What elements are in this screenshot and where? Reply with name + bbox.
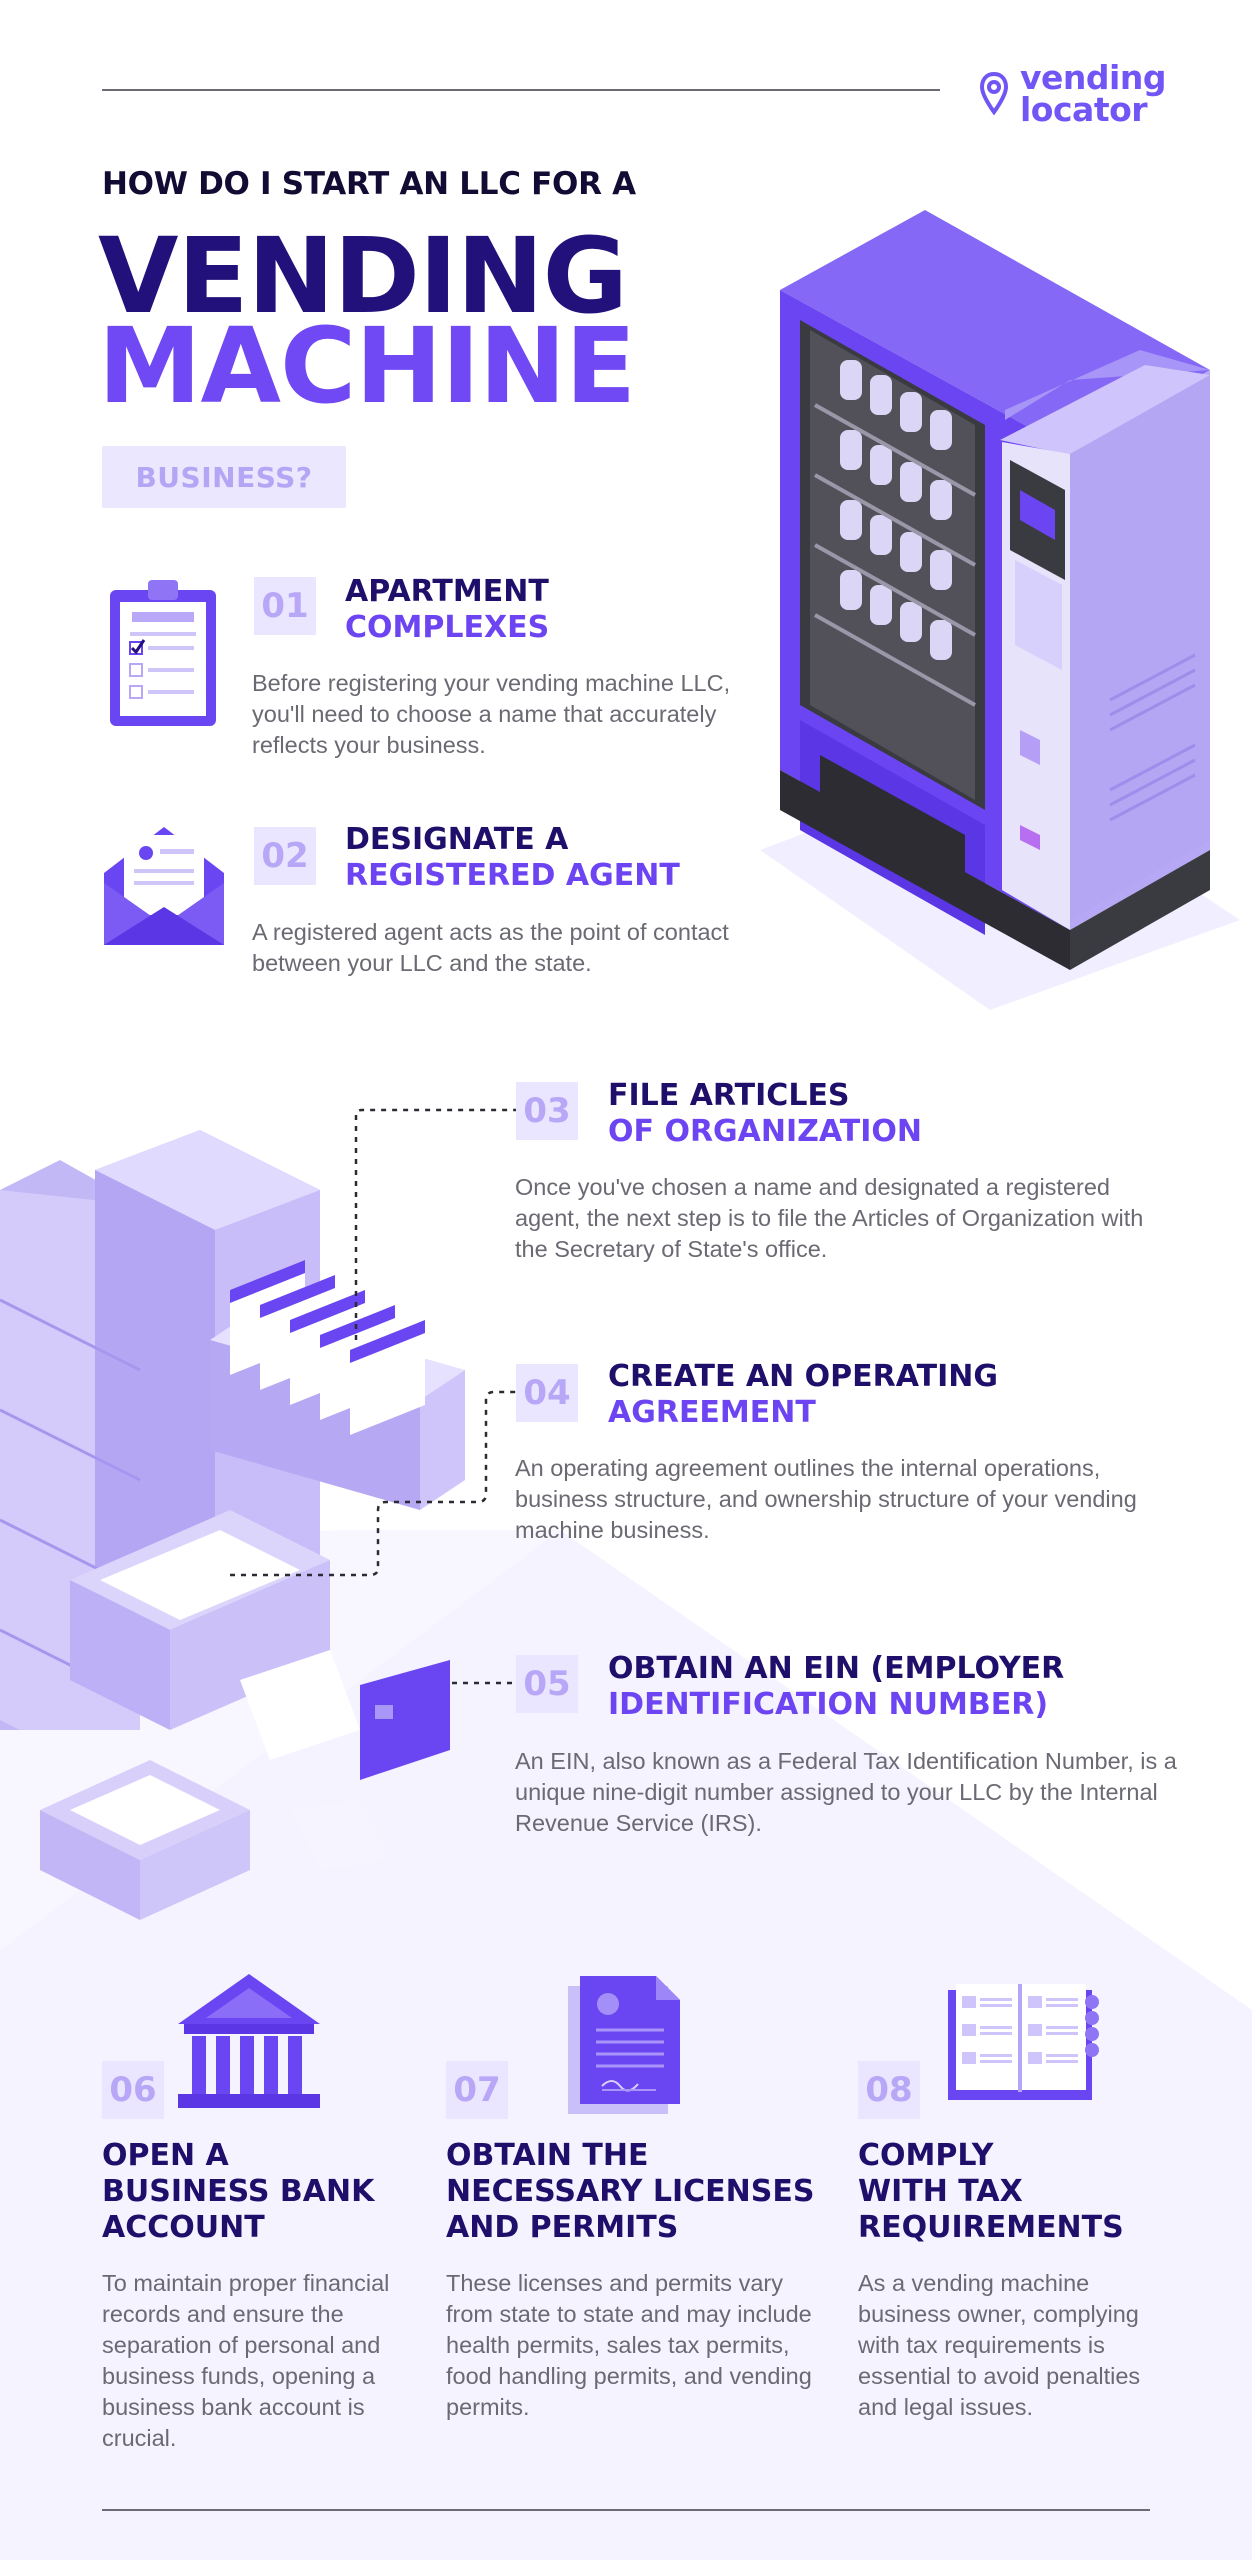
location-pin-icon [980, 72, 1008, 116]
step-desc-03: Once you've chosen a name and designated… [515, 1174, 1144, 1262]
connector-lines [230, 1108, 518, 1685]
step-desc-08: As a vending machine business owner, com… [858, 2270, 1141, 2420]
step-desc-06: To maintain proper financial records and… [102, 2270, 390, 2451]
step-number-08: 08 [858, 2061, 920, 2119]
vending-machine-illustration [760, 210, 1240, 1010]
filing-cabinet-illustration [0, 1130, 465, 1920]
clipboard-icon [110, 580, 216, 726]
bottom-divider [102, 2509, 1150, 2511]
brand-logo[interactable]: vending locator [980, 58, 1166, 129]
headline-line1: VENDING [98, 215, 628, 337]
step-desc-05: An EIN, also known as a Federal Tax Iden… [515, 1748, 1177, 1836]
step-desc-02: A registered agent acts as the point of … [252, 919, 729, 976]
step-number-07: 07 [446, 2061, 508, 2119]
bank-icon [178, 1974, 320, 2108]
step-number-03: 03 [516, 1082, 578, 1140]
headline-pill: BUSINESS? [102, 446, 346, 508]
headline-line2: MACHINE [98, 305, 636, 427]
headline-kicker: HOW DO I START AN LLC FOR A [102, 166, 636, 202]
step-number-04: 04 [516, 1364, 578, 1422]
step-desc-01: Before registering your vending machine … [252, 670, 731, 758]
ledger-book-icon [948, 1984, 1099, 2100]
step-number-06: 06 [102, 2061, 164, 2119]
envelope-icon [104, 827, 224, 945]
document-icon [568, 1976, 680, 2114]
step-desc-04: An operating agreement outlines the inte… [515, 1455, 1137, 1543]
step-desc-07: These licenses and permits vary from sta… [446, 2270, 812, 2420]
step-number-02: 02 [254, 827, 316, 885]
step-number-05: 05 [516, 1655, 578, 1713]
brand-name: vending locator [1020, 58, 1166, 129]
top-divider [102, 89, 940, 91]
step-number-01: 01 [254, 577, 316, 635]
